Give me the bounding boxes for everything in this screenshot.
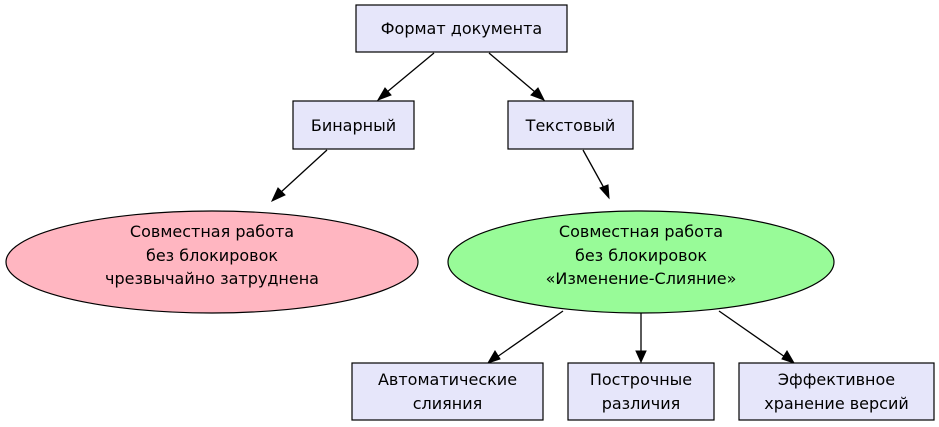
node-binary-note: Совместная работа без блокировок чрезвыч… (5, 210, 419, 314)
edge-binary-note (279, 149, 328, 194)
binary-note-line-3: чрезвычайно затруднена (105, 269, 319, 288)
node-binary: Бинарный (292, 100, 415, 150)
version-storage-line-1: Эффективное (778, 370, 895, 389)
node-text: Текстовый (507, 100, 634, 150)
node-version-storage: Эффективное хранение версий (738, 362, 935, 421)
line-diff-line-2: различия (602, 394, 681, 413)
node-line-diff: Построчные различия (567, 362, 715, 421)
node-binary-label: Бинарный (311, 116, 396, 135)
binary-note-line-1: Совместная работа (130, 222, 294, 241)
auto-merge-line-1: Автоматические (378, 370, 517, 389)
node-auto-merge: Автоматические слияния (351, 362, 544, 421)
edge-root-text-arrowhead (530, 87, 546, 101)
line-diff-line-1: Построчные (590, 370, 692, 389)
edge-root-text (488, 52, 536, 93)
edge-root-binary (386, 52, 435, 93)
edge-binary-note-arrowhead (270, 187, 286, 203)
edge-note-versions (718, 310, 786, 358)
node-text-note: Совместная работа без блокировок «Измене… (447, 210, 835, 314)
edges (270, 52, 796, 364)
node-text-label: Текстовый (525, 116, 616, 135)
edge-note-automerge-arrowhead (486, 350, 501, 364)
node-root-label: Формат документа (381, 19, 542, 38)
node-root: Формат документа (355, 4, 568, 53)
edge-note-automerge (496, 310, 564, 358)
version-storage-line-2: хранение версий (764, 394, 909, 413)
text-note-line-1: Совместная работа (559, 222, 723, 241)
text-note-line-2: без блокировок (575, 246, 707, 265)
edge-text-note (582, 149, 605, 189)
edge-root-binary-arrowhead (376, 87, 392, 101)
text-note-line-3: «Изменение-Слияние» (546, 269, 737, 288)
edge-text-note-arrowhead (599, 184, 610, 200)
binary-note-line-2: без блокировок (146, 246, 278, 265)
edge-note-versions-arrowhead (781, 350, 796, 364)
auto-merge-line-2: слияния (413, 394, 483, 413)
edge-note-linediff-arrowhead (635, 350, 647, 364)
